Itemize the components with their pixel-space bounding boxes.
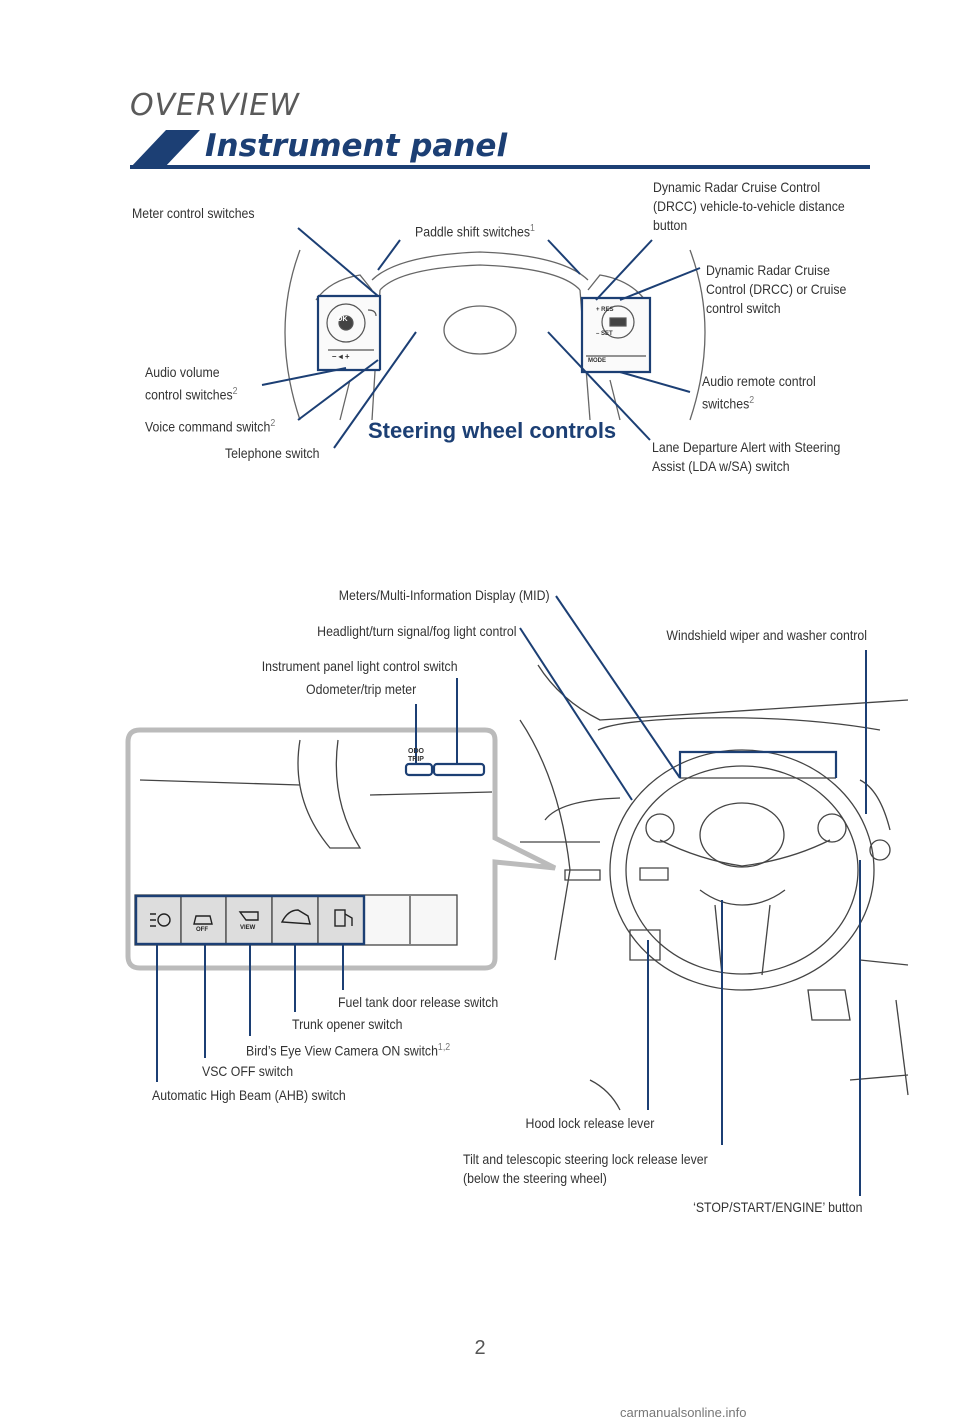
label-odometer-trip: Odometer/trip meter (305, 681, 416, 697)
label-fuel-door-switch: Fuel tank door release switch (338, 994, 499, 1010)
switch-inset-panel (125, 727, 557, 971)
label-trunk-opener-switch: Trunk opener switch (292, 1016, 403, 1032)
label-drcc-cruise-switch: Dynamic Radar Cruise Control (DRCC) or C… (706, 262, 847, 316)
vsc-off-glyph: OFF (196, 927, 208, 933)
label-paddle-shift-switches: Paddle shift switches1 (415, 223, 535, 240)
page-title: Instrument panel (205, 128, 508, 164)
label-hood-lock-lever: Hood lock release lever (525, 1115, 654, 1131)
label-telephone-switch: Telephone switch (225, 445, 320, 461)
label-meters-mid: Meters/Multi-Information Display (MID) (339, 587, 550, 603)
view-glyph: VIEW (240, 925, 256, 931)
label-meter-control-switches: Meter control switches (132, 205, 255, 221)
label-ahb-switch: Automatic High Beam (AHB) switch (152, 1087, 346, 1103)
watermark: carmanualsonline.info (620, 1405, 747, 1420)
label-birds-eye-switch: Bird’s Eye View Camera ON switch1,2 (246, 1042, 451, 1059)
label-audio-remote-switches: Audio remote control switches2 (702, 373, 816, 412)
label-lda-switch: Lane Departure Alert with Steering Assis… (652, 439, 841, 474)
odo-trip-glyph: ODO TRIP (408, 748, 424, 763)
ok-button-glyph: OK (337, 316, 348, 323)
label-stop-start-button: ‘STOP/START/ENGINE’ button (692, 1199, 862, 1215)
res-button-glyph: + RES (596, 307, 614, 313)
dashboard-drawing (519, 664, 909, 1111)
page-number: 2 (474, 1337, 486, 1359)
set-button-glyph: – SET (596, 331, 613, 337)
steering-wheel-controls-heading: Steering wheel controls (368, 418, 617, 443)
label-tilt-telescopic-lever: Tilt and telescopic steering lock releas… (463, 1151, 708, 1186)
mode-button-glyph: MODE (588, 358, 606, 364)
label-audio-volume-switches: Audio volume control switches2 (145, 364, 238, 403)
section-heading: OVERVIEW (130, 88, 300, 123)
label-headlight-control: Headlight/turn signal/fog light control (316, 623, 516, 639)
label-vsc-off-switch: VSC OFF switch (202, 1063, 294, 1079)
label-panel-light-switch: Instrument panel light control switch (262, 658, 458, 674)
title-banner (130, 130, 870, 169)
label-drcc-distance-button: Dynamic Radar Cruise Control (DRCC) vehi… (653, 179, 845, 233)
label-voice-command-switch: Voice command switch2 (145, 418, 276, 435)
volume-button-glyph: – ◂ + (332, 352, 350, 361)
label-wiper-control: Windshield wiper and washer control (666, 627, 867, 643)
